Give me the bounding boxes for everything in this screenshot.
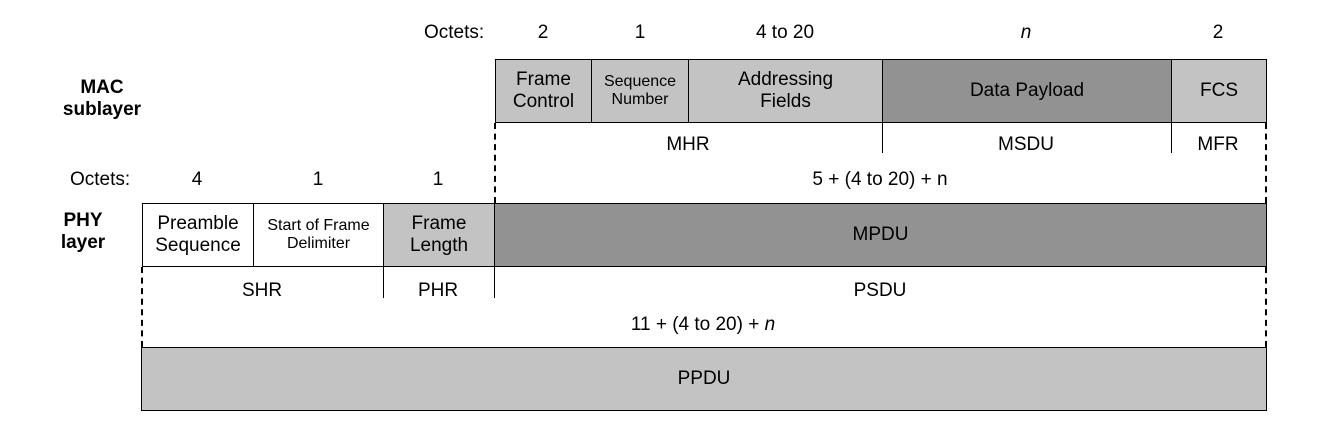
phy-octet-count: 1 (432, 169, 444, 190)
start-of-frame-delimiter-field: Start of Frame Delimiter (253, 203, 384, 267)
mpdu-field: MPDU (494, 203, 1267, 267)
phr-label: PHR (417, 280, 459, 301)
ppdu-field: PPDU (141, 347, 1267, 411)
mac-octet-count: 1 (634, 22, 646, 43)
phy-octet-count: 4 (191, 169, 203, 190)
msdu-label: MSDU (998, 134, 1054, 155)
mac-right-dashed-line (1265, 123, 1267, 203)
mac-sublayer-label: MAC sublayer (62, 77, 142, 120)
mac-octet-count: 2 (537, 22, 549, 43)
shr-label: SHR (241, 280, 283, 301)
mhr-msdu-divider (882, 123, 883, 153)
phy-left-dashed-line (141, 267, 143, 347)
shr-phr-divider (383, 267, 384, 298)
phy-octet-count: 1 (312, 169, 324, 190)
mac-octet-count: n (1020, 22, 1032, 43)
addressing-fields-field: Addressing Fields (688, 59, 883, 123)
phy-total-octets: 11 + (4 to 20) + n (630, 314, 776, 335)
frame-control-field: Frame Control (495, 59, 592, 123)
phy-octets-label: Octets: (70, 169, 131, 190)
phr-psdu-divider (494, 267, 495, 298)
phy-layer-label: PHY layer (60, 210, 106, 253)
mac-octets-label: Octets: (424, 22, 485, 43)
phy-right-dashed-line (1265, 267, 1267, 347)
preamble-sequence-field: Preamble Sequence (142, 203, 254, 267)
msdu-mfr-divider (1171, 123, 1172, 153)
sequence-number-field: Sequence Number (591, 59, 689, 123)
mac-total-octets: 5 + (4 to 20) + n (812, 169, 948, 190)
fcs-field: FCS (1171, 59, 1267, 123)
frame-length-field: Frame Length (383, 203, 495, 267)
mac-octet-count: 4 to 20 (755, 22, 815, 43)
mhr-label: MHR (666, 134, 710, 155)
data-payload-field: Data Payload (882, 59, 1172, 123)
psdu-label: PSDU (853, 280, 907, 301)
mac-octet-count: 2 (1212, 22, 1224, 43)
mac-left-dashed-line (494, 123, 496, 203)
mfr-label: MFR (1197, 134, 1239, 155)
